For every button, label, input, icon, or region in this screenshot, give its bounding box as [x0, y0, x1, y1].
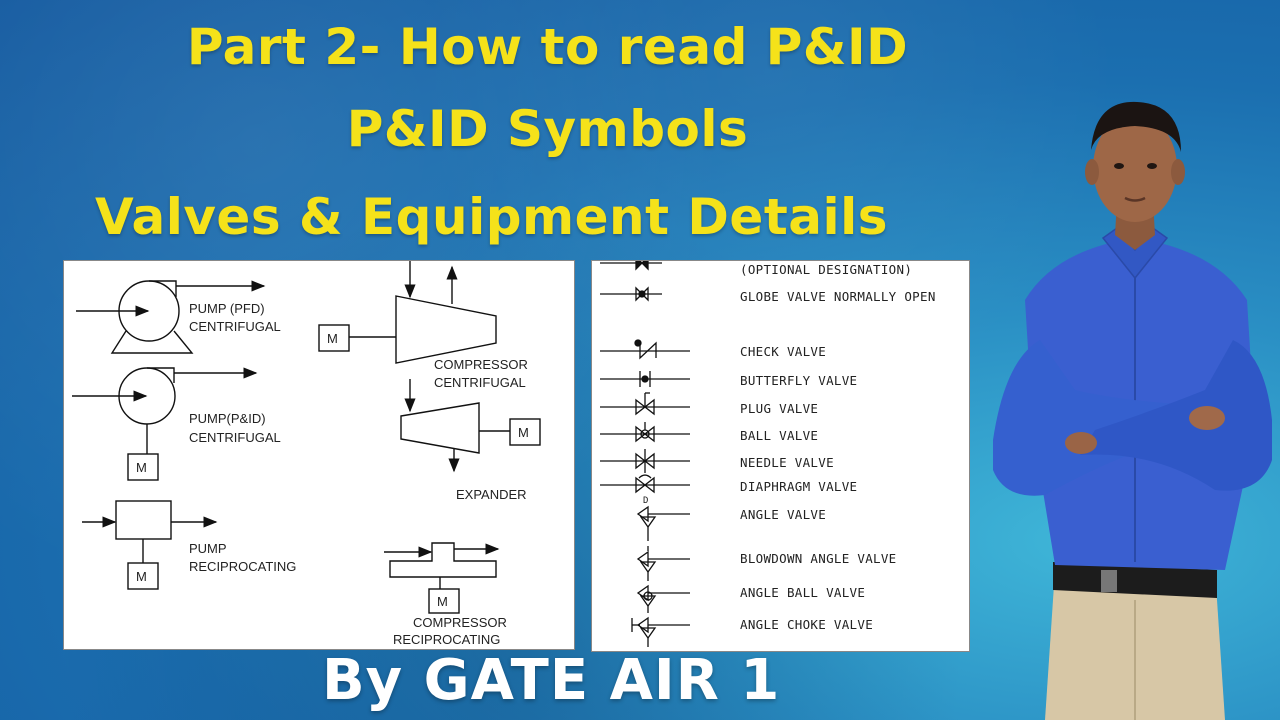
- compressor-cent-label-2: CENTRIFUGAL: [434, 375, 526, 390]
- valve-label-6: NEEDLE VALVE: [740, 455, 834, 470]
- pump-recip-label-1: PUMP: [189, 541, 227, 556]
- pump-pfd-label-2: CENTRIFUGAL: [189, 319, 281, 334]
- pump-recip-label-2: RECIPROCATING: [189, 559, 296, 574]
- needle-valve-symbol: [600, 449, 690, 473]
- valve-label-10: ANGLE BALL VALVE: [740, 585, 865, 600]
- compressor-reciprocating-symbol: [384, 542, 500, 614]
- plug-valve-symbol: [600, 392, 690, 416]
- valve-symbols-panel: (OPTIONAL DESIGNATION) GLOBE VALVE NORMA…: [591, 255, 970, 652]
- title-line-1: Part 2- How to read P&ID: [186, 18, 909, 76]
- valve-label-1: GLOBE VALVE NORMALLY OPEN: [740, 289, 936, 304]
- pump-pid-symbol: [72, 367, 258, 481]
- compressor-cent-label-1: COMPRESSOR: [434, 357, 528, 372]
- diaphragm-mark: D: [643, 496, 649, 506]
- expander-symbol: [400, 379, 541, 473]
- pump-reciprocating-symbol: [82, 500, 218, 590]
- byline: By GATE AIR 1: [322, 648, 781, 713]
- angle-valve-symbol: [636, 505, 690, 541]
- valve-label-4: PLUG VALVE: [740, 401, 818, 416]
- valve-label-3: BUTTERFLY VALVE: [740, 373, 857, 388]
- title-line-2: P&ID Symbols: [346, 100, 749, 158]
- valve-label-7: DIAPHRAGM VALVE: [740, 479, 857, 494]
- pump-pfd-label-1: PUMP (PFD): [189, 301, 265, 316]
- butterfly-valve-symbol: [600, 371, 690, 387]
- diaphragm-valve-symbol: [600, 474, 690, 494]
- valve-label-9: BLOWDOWN ANGLE VALVE: [740, 551, 897, 566]
- motor-label-5: M: [437, 594, 448, 609]
- ball-valve-symbol: [600, 422, 690, 443]
- compressor-recip-label-1: COMPRESSOR: [413, 615, 507, 630]
- pump-pid-label-1: PUMP(P&ID): [189, 411, 266, 426]
- angle-choke-valve-symbol: [631, 616, 690, 647]
- valve-label-11: ANGLE CHOKE VALVE: [740, 617, 873, 632]
- valve-label-2: CHECK VALVE: [740, 344, 826, 359]
- compressor-centrifugal-symbol: [318, 261, 497, 364]
- motor-label-2: M: [136, 569, 147, 584]
- pump-pid-label-2: CENTRIFUGAL: [189, 430, 281, 445]
- blowdown-angle-valve-symbol: [636, 546, 690, 581]
- presenter-photo: [993, 101, 1272, 720]
- motor-label-1: M: [136, 460, 147, 475]
- expander-label: EXPANDER: [456, 487, 527, 502]
- angle-ball-valve-symbol: [636, 584, 690, 613]
- globe-valve-symbol: [600, 286, 662, 302]
- title-line-3: Valves & Equipment Details: [95, 188, 889, 246]
- compressor-recip-label-2: RECIPROCATING: [393, 632, 500, 647]
- valve-label-8: ANGLE VALVE: [740, 507, 826, 522]
- pump-pfd-symbol: [76, 280, 266, 354]
- motor-label-4: M: [518, 425, 529, 440]
- equipment-symbols-panel: PUMP (PFD) CENTRIFUGAL M PUMP(P&ID) CENT…: [63, 260, 575, 650]
- gate-valve-symbol: [600, 255, 662, 271]
- motor-label-3: M: [327, 331, 338, 346]
- valve-label-0: (OPTIONAL DESIGNATION): [740, 262, 912, 277]
- valve-label-5: BALL VALVE: [740, 428, 818, 443]
- check-valve-symbol: [600, 339, 690, 360]
